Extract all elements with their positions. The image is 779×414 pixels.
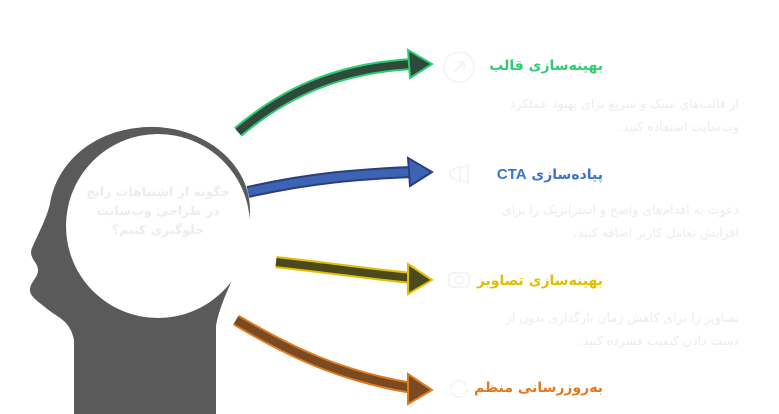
- item-title-image-optimization: بهینه‌سازی تصاویر: [476, 273, 603, 289]
- central-question: چگونه از اشتباهات رایج در طراحی وب‌سایت …: [86, 184, 230, 237]
- arrow-images: [275, 256, 434, 296]
- item-title-cta: پیاده‌سازی CTA: [497, 166, 603, 183]
- rocket-icon: [443, 51, 475, 83]
- refresh-icon: [450, 380, 468, 398]
- arrow-template-optimization: [234, 48, 434, 137]
- arrow-regular-updates: [232, 314, 434, 406]
- arrow-cta: [246, 156, 434, 198]
- item-desc-cta: دعوت به اقدام‌های واضح و استراتژیک را بر…: [501, 202, 739, 240]
- megaphone-icon: [449, 163, 469, 185]
- item-desc-template-optimization: از قالب‌های سبک و سریع برای بهبود عملکرد…: [509, 96, 739, 134]
- item-title-template-optimization: بهینه‌سازی قالب: [489, 58, 603, 74]
- item-title-regular-updates: به‌روزرسانی منظم: [474, 380, 603, 396]
- item-title-cta-latin: CTA: [496, 166, 527, 183]
- item-title-cta-main: پیاده‌سازی: [531, 167, 603, 183]
- item-desc-image-optimization: تصاویر را برای کاهش زمان بارگذاری بدون ا…: [505, 310, 739, 348]
- head-inner-circle: [66, 134, 250, 318]
- camera-icon: [448, 272, 470, 288]
